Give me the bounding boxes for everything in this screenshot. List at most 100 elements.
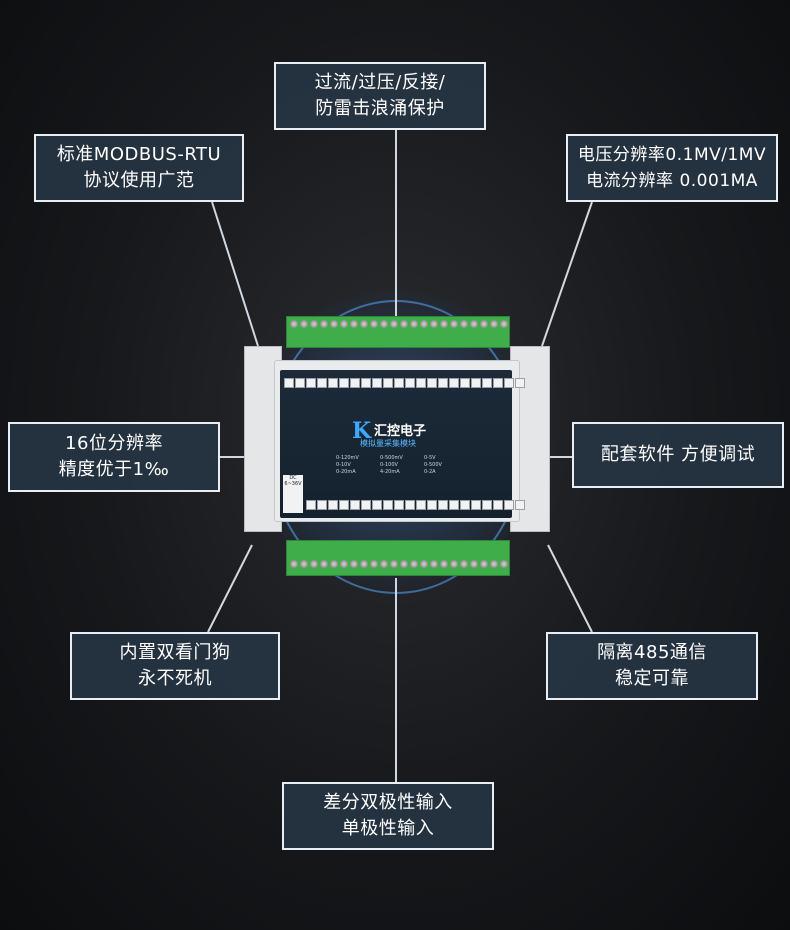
channel-label-cell — [504, 500, 514, 510]
callout-watchdog: 内置双看门狗 永不死机 — [70, 632, 280, 700]
terminal-screw — [430, 560, 438, 568]
spec-item: 4-20mA — [380, 469, 400, 475]
terminal-screw — [300, 320, 308, 328]
terminal-screw — [430, 320, 438, 328]
dc-label: DC — [289, 475, 297, 481]
channel-label-cell — [471, 500, 481, 510]
terminal-screw — [320, 560, 328, 568]
callout-input: 差分双极性输入 单极性输入 — [282, 782, 494, 850]
terminal-screw — [440, 560, 448, 568]
bottom-terminal-block — [286, 540, 510, 576]
front-panel — [280, 370, 512, 518]
channel-label-cell — [515, 500, 525, 510]
channel-label-cell — [306, 378, 316, 388]
callout-modbus-line1: 标准MODBUS-RTU — [56, 144, 222, 165]
line-isolation — [547, 544, 593, 633]
terminal-screw — [340, 320, 348, 328]
channel-label-cell — [328, 378, 338, 388]
channel-label-cell — [427, 378, 437, 388]
terminal-screw — [420, 320, 428, 328]
channel-label-cell — [449, 378, 459, 388]
channel-label-cell — [394, 378, 404, 388]
terminal-screw — [410, 560, 418, 568]
dc-range: 6~36V — [284, 481, 302, 487]
terminal-screw — [400, 560, 408, 568]
channel-label-cell — [405, 500, 415, 510]
callout-resolution-line2: 电流分辨率 0.001MA — [586, 171, 758, 191]
callout-software: 配套软件 方便调试 — [572, 422, 784, 488]
channel-label-cell — [394, 500, 404, 510]
callout-input-line1: 差分双极性输入 — [323, 792, 453, 813]
terminal-screw — [360, 560, 368, 568]
channel-label-cell — [482, 500, 492, 510]
callout-isolation: 隔离485通信 稳定可靠 — [546, 632, 758, 700]
terminal-screw — [350, 560, 358, 568]
channel-label-cell — [493, 500, 503, 510]
terminal-screw — [380, 560, 388, 568]
spec-item: 0-10V — [336, 462, 351, 468]
callout-resolution: 电压分辨率0.1MV/1MV 电流分辨率 0.001MA — [566, 134, 778, 202]
callout-input-line2: 单极性输入 — [341, 818, 435, 839]
spec-item: 0-5V — [424, 455, 436, 461]
channel-label-cell — [438, 500, 448, 510]
terminal-screw — [450, 560, 458, 568]
terminal-screw — [470, 560, 478, 568]
terminal-screw — [350, 320, 358, 328]
callout-protection: 过流/过压/反接/ 防雷击浪涌保护 — [274, 62, 486, 130]
callout-modbus-line2: 协议使用广范 — [83, 170, 195, 191]
channel-label-cell — [284, 378, 294, 388]
terminal-screw — [480, 320, 488, 328]
terminal-screw — [320, 320, 328, 328]
channel-label-cell — [317, 500, 327, 510]
terminal-screw — [360, 320, 368, 328]
terminal-screw — [460, 560, 468, 568]
terminal-screw — [330, 320, 338, 328]
spec-item: 0-100V — [380, 462, 398, 468]
channel-label-cell — [339, 500, 349, 510]
channel-label-cell — [350, 500, 360, 510]
callout-protection-line2: 防雷击浪涌保护 — [315, 98, 445, 119]
channel-label-cell — [295, 378, 305, 388]
channel-label-cell — [416, 378, 426, 388]
terminal-screw — [300, 560, 308, 568]
channel-label-cell — [383, 500, 393, 510]
callout-watchdog-line1: 内置双看门狗 — [119, 642, 231, 663]
spec-item: 0-500mV — [380, 455, 403, 461]
channel-label-cell — [493, 378, 503, 388]
terminal-screw — [470, 320, 478, 328]
terminal-screw — [380, 320, 388, 328]
terminal-screw — [410, 320, 418, 328]
channel-label-cell — [471, 378, 481, 388]
terminal-screw — [290, 320, 298, 328]
terminal-screw — [440, 320, 448, 328]
bottom-channel-labels — [306, 500, 525, 510]
channel-label-cell — [328, 500, 338, 510]
line-watchdog — [207, 544, 253, 633]
terminal-screw — [330, 560, 338, 568]
callout-watchdog-line2: 永不死机 — [138, 668, 212, 689]
callout-precision-line2: 精度优于1‰ — [58, 459, 170, 480]
top-channel-labels — [284, 378, 525, 388]
spec-item: 0-500V — [424, 462, 442, 468]
channel-label-cell — [361, 500, 371, 510]
terminal-screw — [290, 560, 298, 568]
channel-label-cell — [504, 378, 514, 388]
channel-label-cell — [339, 378, 349, 388]
spec-item: 0-120mV — [336, 455, 359, 461]
terminal-screw — [400, 320, 408, 328]
terminal-screw — [310, 560, 318, 568]
line-modbus — [211, 201, 259, 347]
spec-grid: 0-120mV 0-500mV 0-5V 0-10V 0-100V 0-500V… — [336, 455, 466, 475]
callout-resolution-line1: 电压分辨率0.1MV/1MV — [577, 145, 767, 165]
channel-label-cell — [460, 500, 470, 510]
terminal-screw — [420, 560, 428, 568]
brand-logo-icon: K — [352, 418, 372, 444]
terminal-screw — [490, 320, 498, 328]
channel-label-cell — [372, 500, 382, 510]
callout-precision: 16位分辨率 精度优于1‰ — [8, 422, 220, 492]
channel-label-cell — [515, 378, 525, 388]
channel-label-cell — [449, 500, 459, 510]
callout-software-line1: 配套软件 方便调试 — [600, 444, 756, 465]
channel-label-cell — [383, 378, 393, 388]
